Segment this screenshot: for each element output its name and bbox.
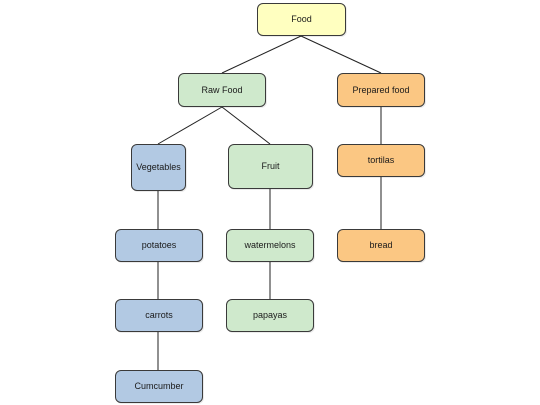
node-carrots: carrots <box>115 299 203 332</box>
node-vegetables: Vegetables <box>131 144 186 191</box>
node-fruit: Fruit <box>228 144 313 189</box>
node-food: Food <box>257 3 346 36</box>
node-papayas-label: papayas <box>252 310 288 320</box>
node-watermelons: watermelons <box>226 229 314 262</box>
edge-raw-food-fruit <box>221 106 271 145</box>
node-bread-label: bread <box>369 240 393 250</box>
node-fruit-label: Fruit <box>261 161 280 171</box>
node-potatoes-label: potatoes <box>141 240 177 250</box>
node-cumcumber-label: Cumcumber <box>134 381 184 391</box>
node-prepared-food: Prepared food <box>337 73 425 107</box>
node-cumcumber: Cumcumber <box>115 370 203 403</box>
node-tortilas-label: tortilas <box>367 155 395 165</box>
node-vegetables-label: Vegetables <box>136 162 181 172</box>
node-raw-food-label: Raw Food <box>201 84 243 95</box>
node-prepared-food-label: Prepared food <box>352 84 410 95</box>
node-watermelons-label: watermelons <box>244 240 296 250</box>
edge-raw-food-vegetables <box>157 106 223 145</box>
node-potatoes: potatoes <box>115 229 203 262</box>
node-bread: bread <box>337 229 425 262</box>
node-papayas: papayas <box>226 299 314 332</box>
node-carrots-label: carrots <box>145 310 173 320</box>
node-raw-food: Raw Food <box>178 73 266 107</box>
node-food-label: Food <box>291 14 312 24</box>
node-tortilas: tortilas <box>337 144 425 177</box>
edge-food-raw-food <box>221 35 302 74</box>
edge-food-prepared-food <box>300 35 382 74</box>
